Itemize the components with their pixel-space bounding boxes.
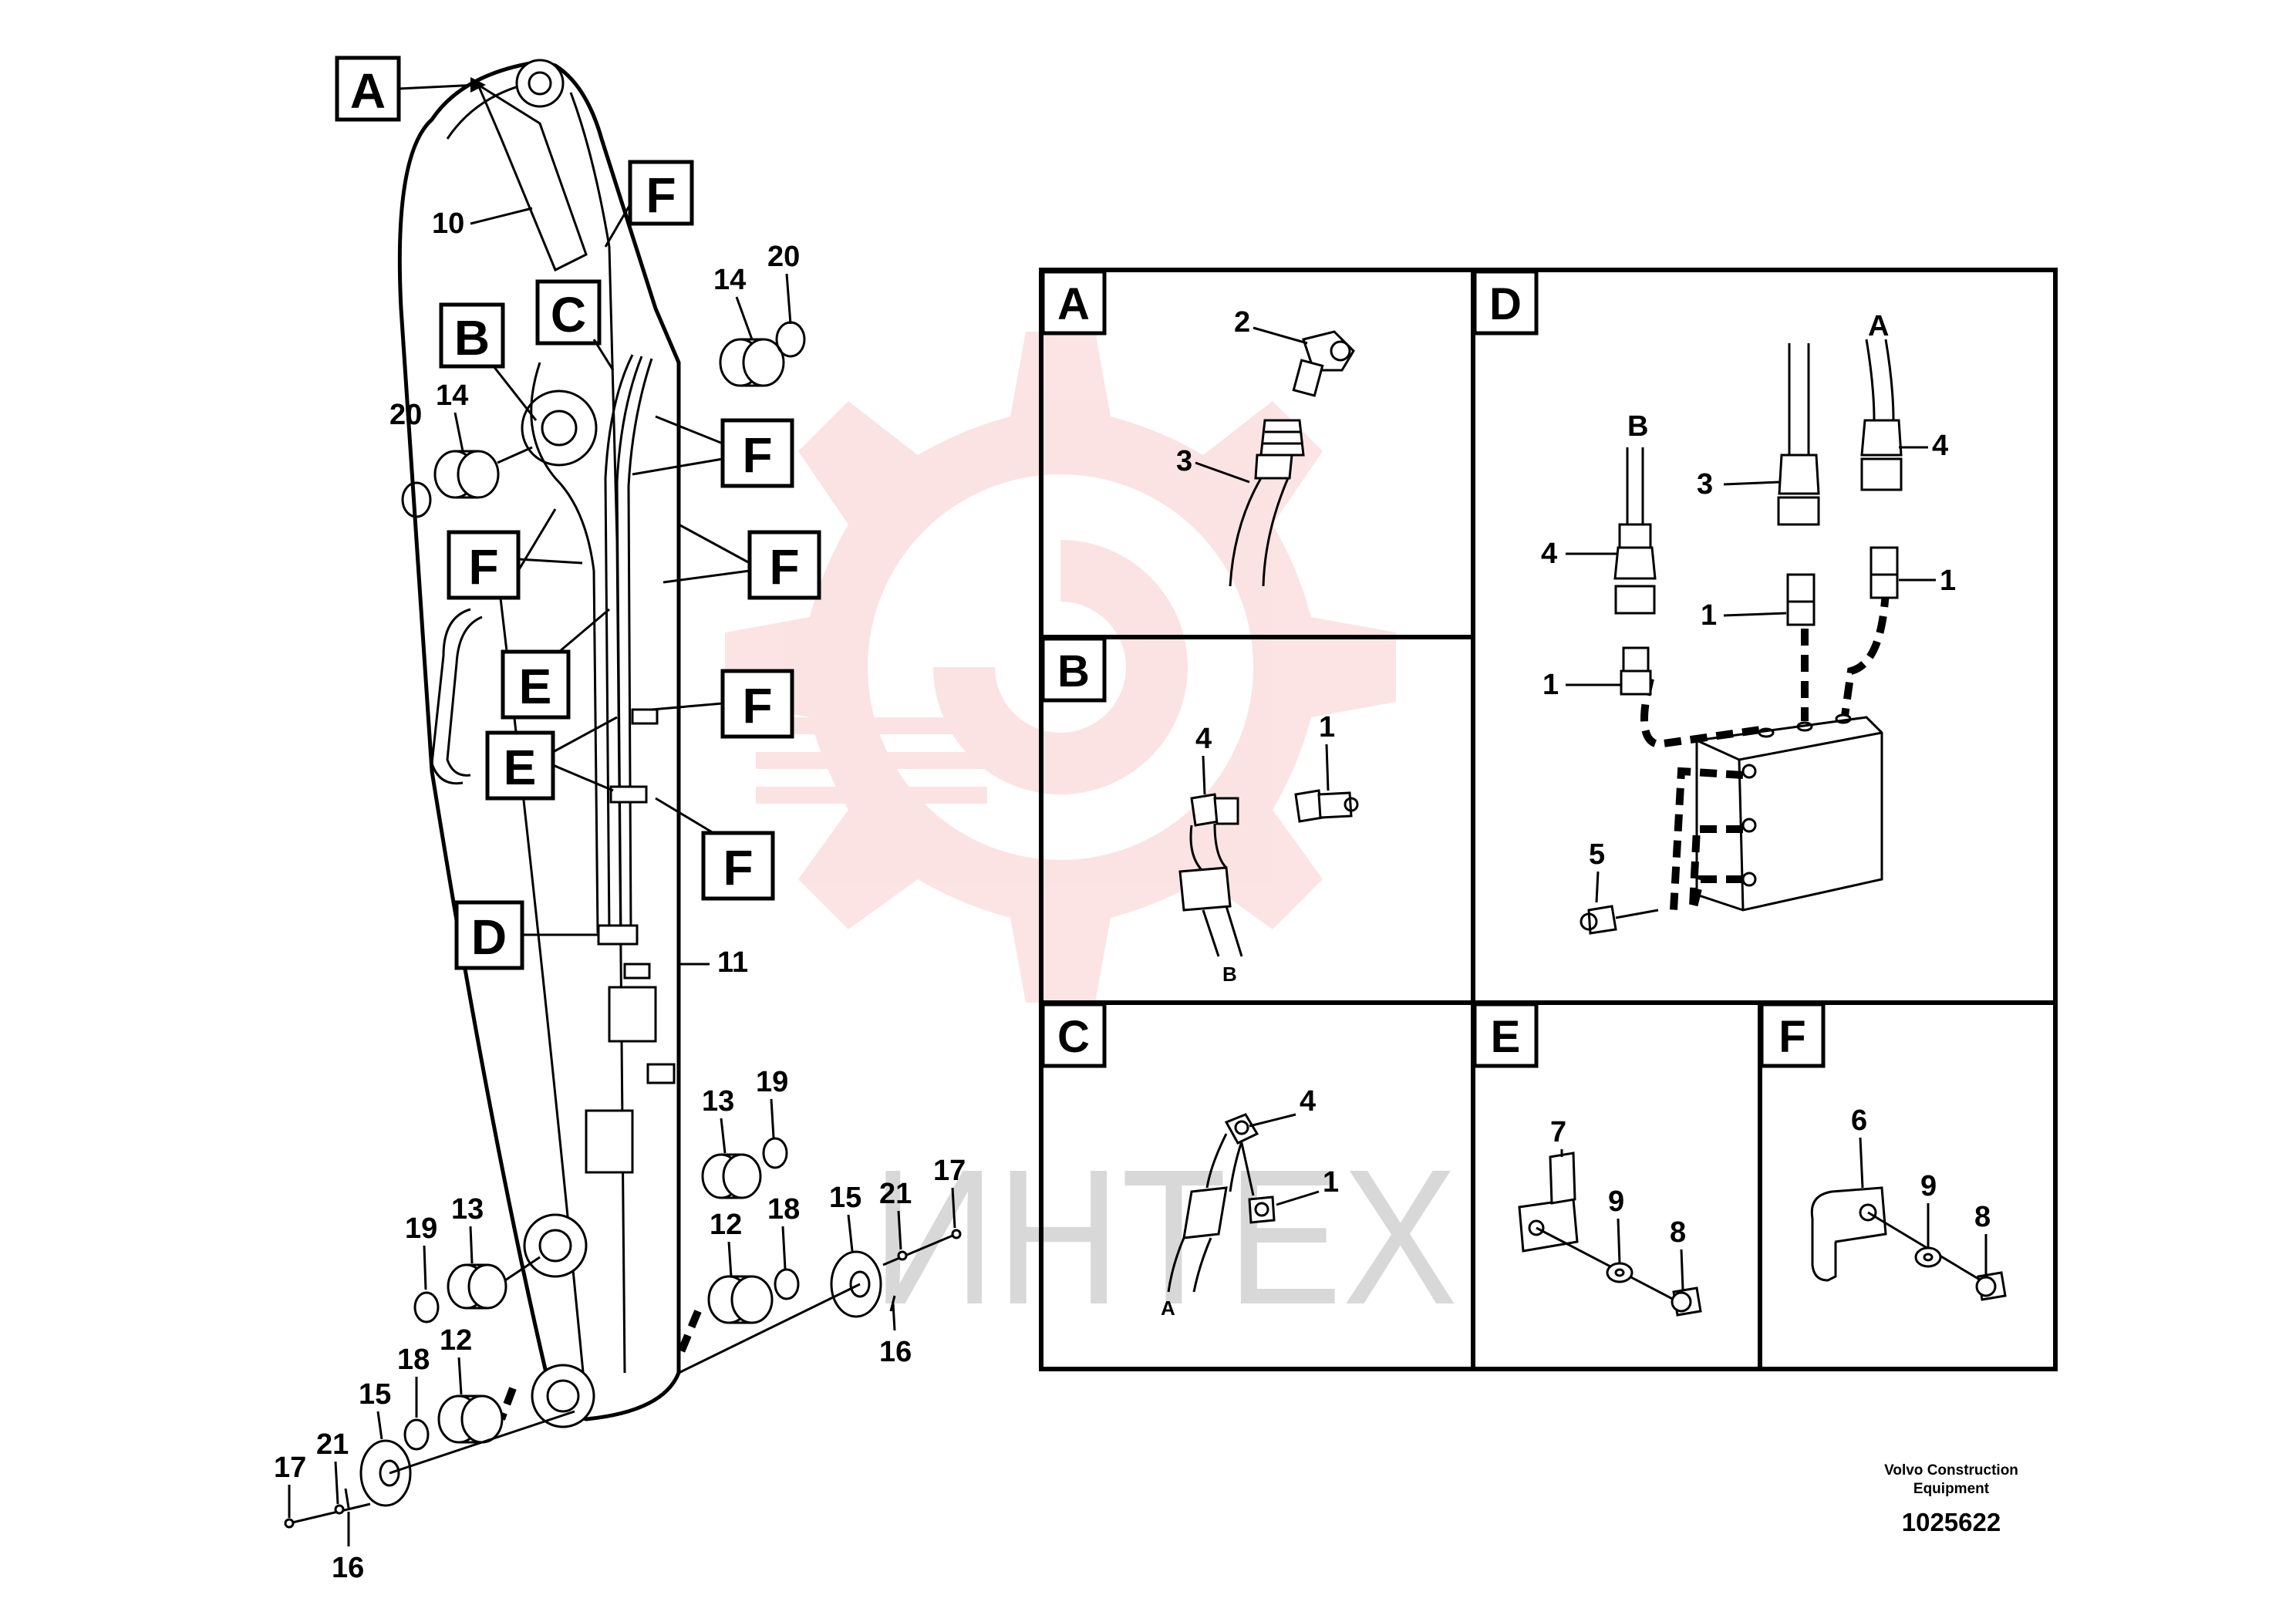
svg-text:9: 9 bbox=[1608, 1185, 1624, 1218]
callout-box-f4 bbox=[747, 530, 821, 600]
svg-text:5: 5 bbox=[1589, 838, 1605, 871]
svg-text:B: B bbox=[1057, 646, 1090, 696]
svg-text:3: 3 bbox=[1176, 445, 1192, 477]
maker-line-2: Equipment bbox=[1913, 1481, 1990, 1497]
callout-box-b bbox=[439, 302, 505, 369]
callout-box-f2 bbox=[720, 418, 794, 488]
part-16-right: 16 bbox=[879, 1336, 912, 1368]
callout-box-c bbox=[535, 279, 602, 346]
svg-text:4: 4 bbox=[1932, 430, 1948, 462]
callout-f-2: F bbox=[742, 427, 772, 483]
svg-text:B: B bbox=[1627, 410, 1648, 443]
part-11: 11 bbox=[717, 946, 748, 979]
part-13-right: 13 bbox=[702, 1085, 734, 1118]
svg-text:4: 4 bbox=[1300, 1085, 1316, 1118]
part-17-right: 17 bbox=[933, 1155, 966, 1187]
part-16-left: 16 bbox=[332, 1552, 364, 1584]
detail-grid bbox=[1039, 268, 2058, 1371]
part-19-left: 19 bbox=[405, 1212, 437, 1245]
svg-text:F: F bbox=[1778, 1012, 1805, 1062]
part-10: 10 bbox=[432, 207, 464, 240]
callout-box-f3 bbox=[447, 530, 521, 600]
part-20-lower: 20 bbox=[389, 399, 422, 431]
callout-f-6: F bbox=[723, 840, 753, 895]
part-15-right: 15 bbox=[829, 1182, 861, 1214]
bushing-parts bbox=[284, 321, 962, 1529]
part-15-left: 15 bbox=[359, 1378, 391, 1411]
detail-panel-f: F 6 9 8 bbox=[1759, 1002, 2007, 1301]
callout-f-4: F bbox=[769, 539, 799, 595]
part-21-right: 21 bbox=[879, 1178, 912, 1210]
svg-text:3: 3 bbox=[1697, 468, 1713, 501]
part-18-right: 18 bbox=[767, 1193, 800, 1226]
callout-box-f1 bbox=[628, 160, 694, 226]
svg-text:1: 1 bbox=[1701, 599, 1717, 632]
svg-text:4: 4 bbox=[1195, 723, 1212, 755]
part-14-lower: 14 bbox=[436, 379, 468, 412]
part-12-right: 12 bbox=[710, 1209, 742, 1241]
svg-text:1: 1 bbox=[1323, 1166, 1339, 1199]
svg-text:1: 1 bbox=[1319, 711, 1335, 744]
callout-box-f6 bbox=[701, 831, 775, 901]
drawing-caption: Volvo Construction Equipment 1025622 bbox=[1820, 1462, 2082, 1537]
part-13-left: 13 bbox=[451, 1193, 484, 1226]
svg-text:6: 6 bbox=[1851, 1104, 1867, 1137]
svg-text:D: D bbox=[1489, 279, 1522, 329]
svg-text:1: 1 bbox=[1940, 565, 1956, 597]
svg-text:A: A bbox=[1057, 279, 1090, 329]
svg-text:A: A bbox=[1161, 1297, 1175, 1320]
detail-panel-b: B 4 1 B bbox=[1040, 636, 1359, 986]
callout-f-1: F bbox=[646, 167, 676, 223]
detail-panel-e: E 7 9 8 bbox=[1472, 1002, 1702, 1317]
callout-f-3: F bbox=[468, 539, 498, 595]
detail-panel-c: C 4 1 A bbox=[1040, 1002, 1339, 1320]
callout-e-2: E bbox=[504, 740, 537, 795]
svg-text:7: 7 bbox=[1550, 1116, 1566, 1148]
part-21-left: 21 bbox=[316, 1428, 349, 1461]
svg-text:E: E bbox=[1491, 1012, 1521, 1062]
main-part-numbers: 10 14 20 14 20 11 13 19 12 18 15 21 17 1… bbox=[274, 207, 966, 1584]
part-19-right: 19 bbox=[756, 1066, 788, 1098]
svg-text:A: A bbox=[1868, 310, 1889, 342]
callout-box-a bbox=[335, 56, 401, 122]
callout-box-d bbox=[454, 900, 524, 970]
svg-text:C: C bbox=[1057, 1012, 1090, 1062]
callout-c: C bbox=[551, 287, 586, 342]
detail-panel-a: A 2 3 bbox=[1040, 269, 1355, 587]
maker-line-1: Volvo Construction bbox=[1884, 1462, 2018, 1479]
detail-panel-d: D bbox=[1472, 269, 1956, 935]
part-14-upper: 14 bbox=[713, 264, 746, 296]
callout-d: D bbox=[471, 909, 507, 965]
callout-a: A bbox=[350, 63, 386, 119]
svg-text:B: B bbox=[1222, 963, 1237, 986]
callout-b: B bbox=[454, 310, 490, 366]
callout-box-e1 bbox=[501, 649, 571, 720]
watermark-text: ИНТЕХ bbox=[872, 1129, 1458, 1344]
part-20-upper: 20 bbox=[767, 241, 800, 273]
part-12-left: 12 bbox=[440, 1324, 472, 1357]
drawing-number: 1025622 bbox=[1901, 1508, 2001, 1536]
main-callouts: A F B C F F F E F E F D bbox=[335, 56, 821, 970]
part-18-left: 18 bbox=[397, 1344, 430, 1376]
arm-assembly bbox=[397, 59, 702, 1428]
callout-f-5: F bbox=[742, 678, 772, 733]
svg-text:1: 1 bbox=[1542, 669, 1559, 701]
svg-text:9: 9 bbox=[1920, 1170, 1937, 1202]
svg-text:8: 8 bbox=[1670, 1216, 1686, 1249]
svg-text:4: 4 bbox=[1541, 538, 1557, 570]
part-17-left: 17 bbox=[274, 1452, 306, 1484]
svg-text:8: 8 bbox=[1974, 1201, 1991, 1233]
svg-text:2: 2 bbox=[1234, 306, 1250, 339]
callout-e-1: E bbox=[519, 659, 552, 714]
